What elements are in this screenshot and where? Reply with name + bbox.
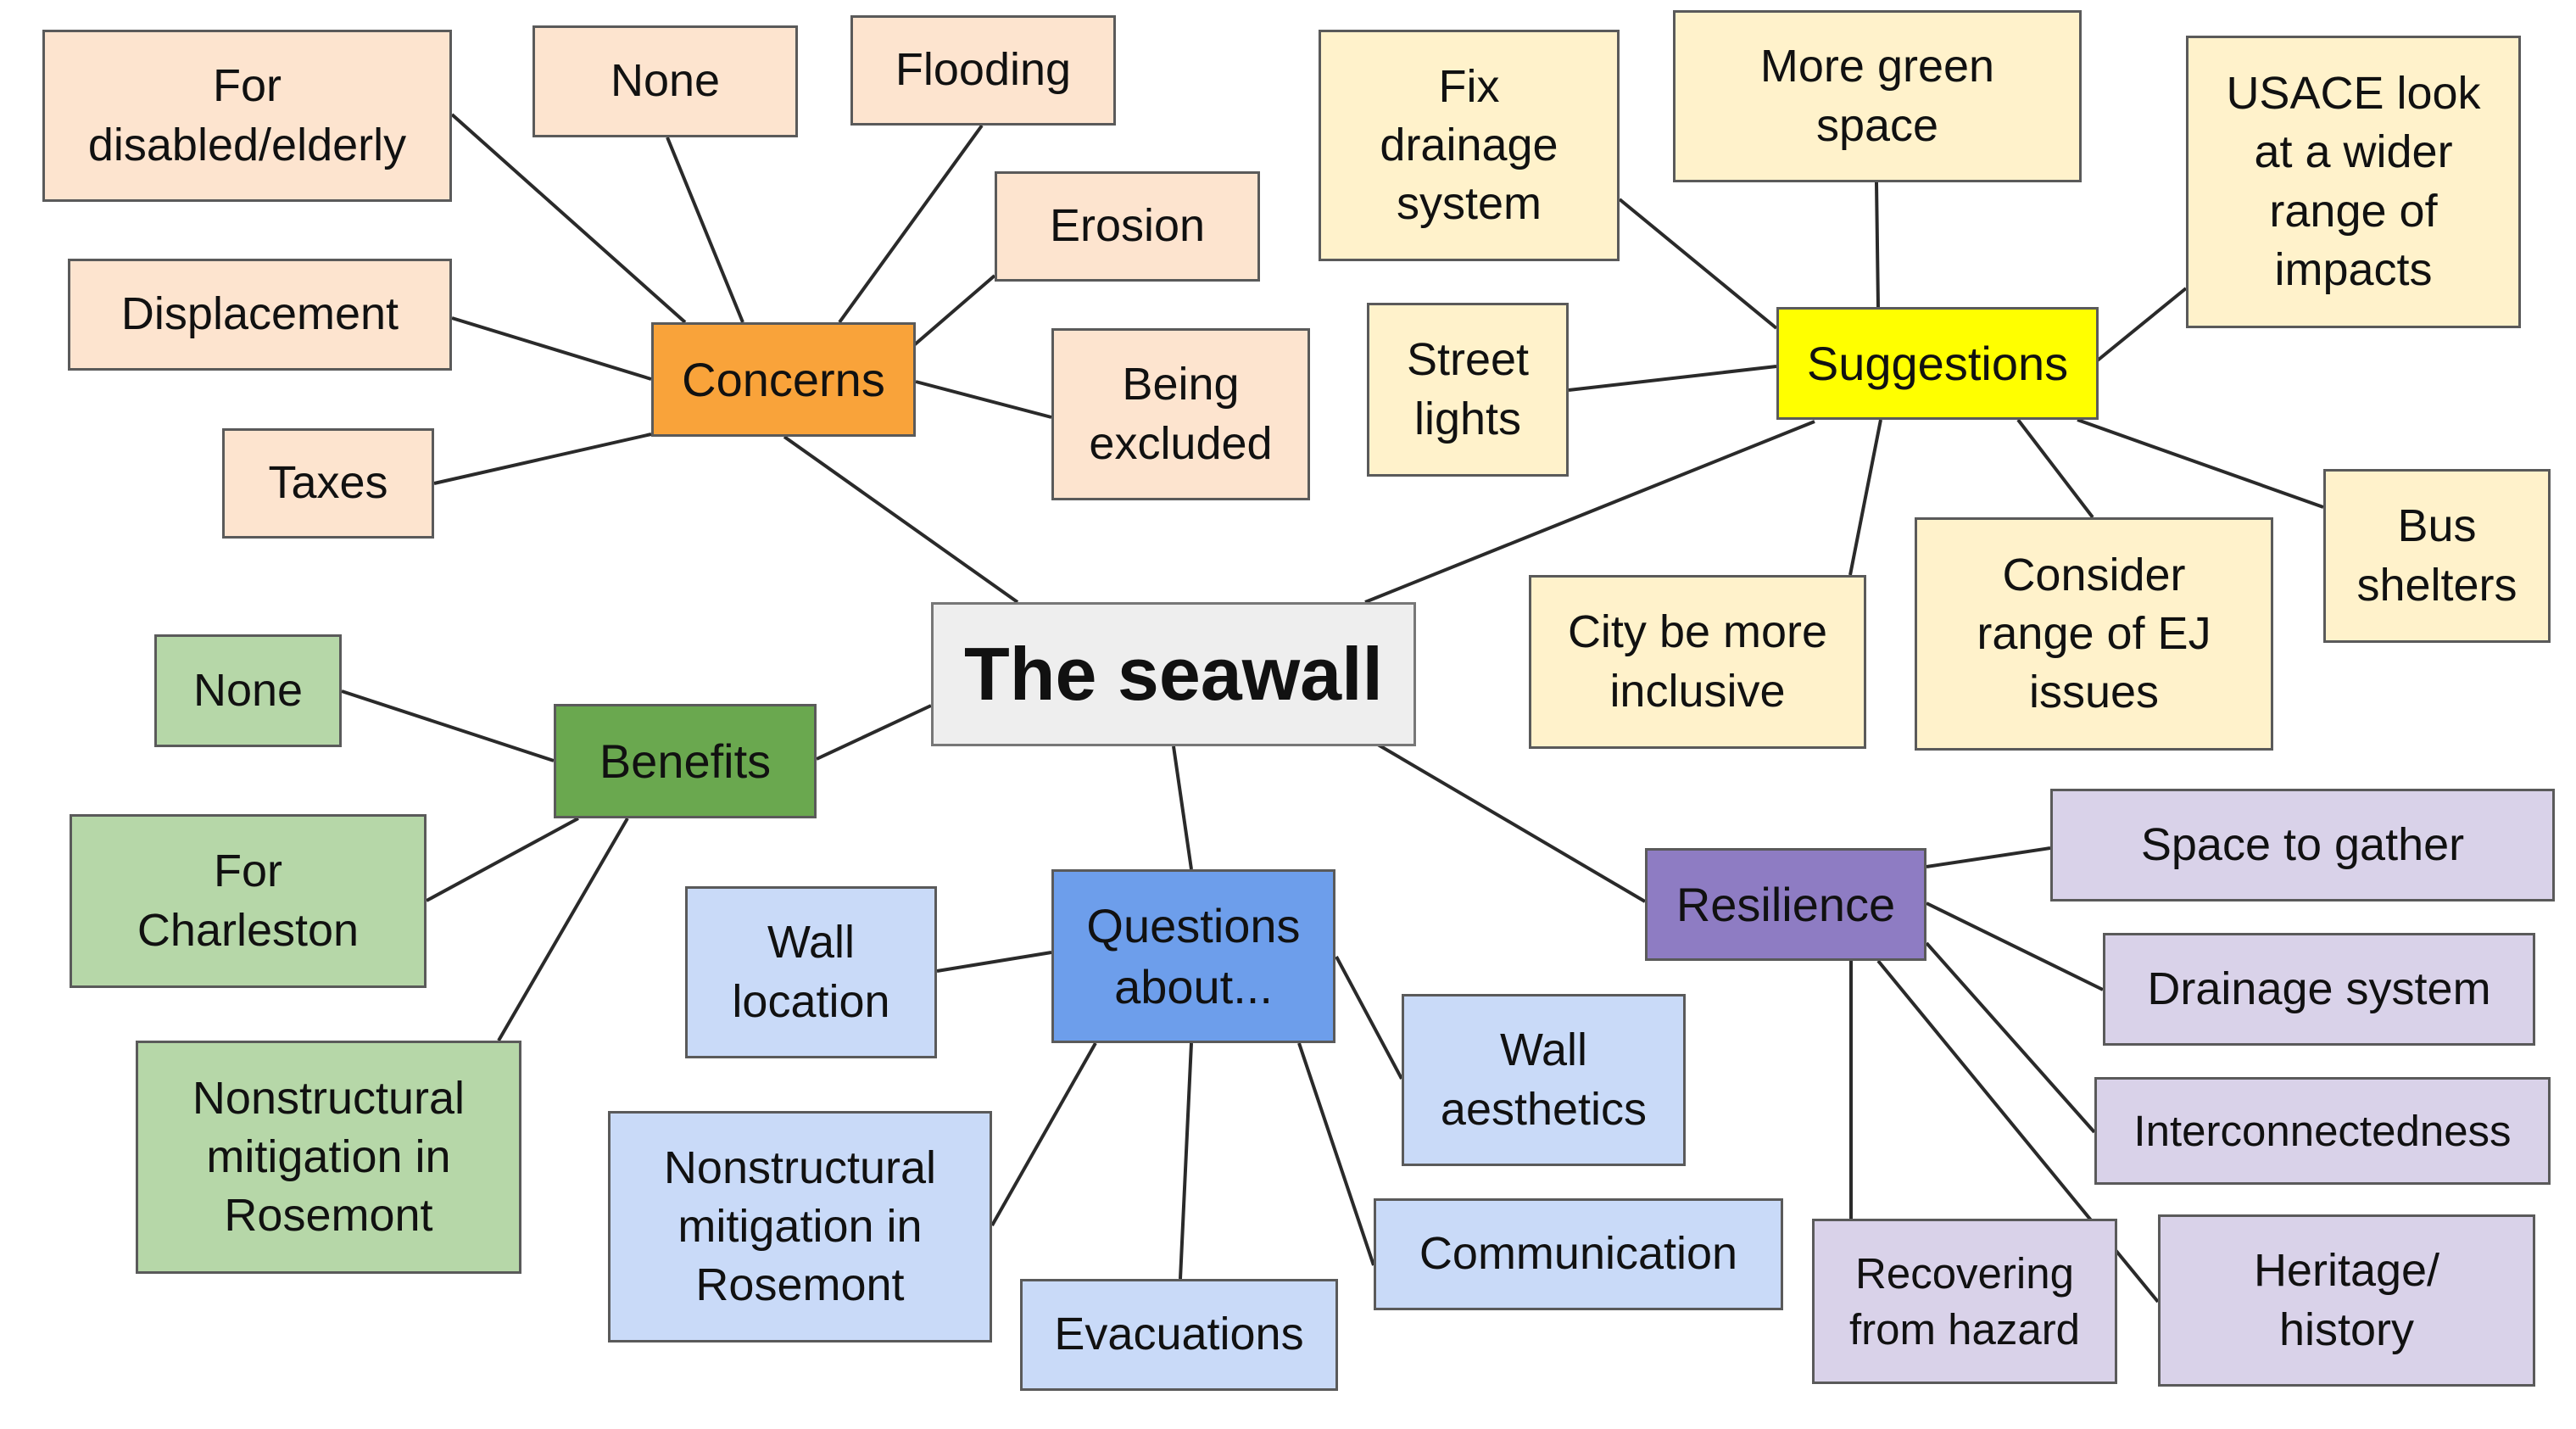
concern-node: Erosion — [995, 171, 1260, 282]
concern-label: Displacement — [120, 288, 399, 340]
concern-node: For disabled/elderly — [42, 30, 452, 202]
benefits-label: Benefits — [599, 734, 772, 788]
link-center-concerns — [783, 435, 1019, 604]
link-questions-5 — [1297, 1042, 1375, 1266]
concern-label: Being excluded — [1089, 359, 1273, 469]
question-label: Communication — [1419, 1228, 1738, 1280]
link-concerns-1 — [450, 113, 687, 324]
suggestion-label: Bus shelters — [2356, 500, 2517, 611]
concerns-label: Concerns — [682, 352, 885, 406]
concern-label: For disabled/elderly — [87, 60, 407, 170]
concern-label: Flooding — [895, 44, 1072, 96]
question-node: Communication — [1374, 1198, 1783, 1310]
link-questions-4 — [1335, 956, 1403, 1080]
suggestion-node: City be more inclusive — [1529, 575, 1866, 749]
link-benefits-3 — [497, 817, 629, 1042]
link-center-questions — [1172, 745, 1193, 870]
link-suggestions-4 — [1568, 365, 1777, 392]
link-center-benefits — [816, 704, 932, 761]
link-suggestions-3 — [2093, 287, 2188, 365]
question-label: Wall location — [732, 917, 890, 1027]
concerns-hub: Concerns — [651, 322, 916, 437]
link-benefits-2 — [426, 817, 579, 902]
resilience-label: Resilience — [1676, 877, 1896, 931]
resilience-label-item: Space to gather — [2140, 818, 2465, 870]
concern-node: Displacement — [68, 259, 452, 371]
question-label: Nonstructural mitigation in Rosemont — [663, 1142, 937, 1311]
question-node: Nonstructural mitigation in Rosemont — [608, 1111, 992, 1342]
question-label: Wall aesthetics — [1440, 1024, 1648, 1135]
center-label: The seawall — [963, 631, 1383, 716]
suggestion-label: Fix drainage system — [1380, 60, 1558, 230]
link-suggestions-5 — [1848, 419, 1882, 576]
link-concerns-2 — [666, 137, 744, 323]
concern-node: Being excluded — [1051, 328, 1310, 500]
resilience-hub: Resilience — [1645, 848, 1926, 961]
center-node: The seawall — [931, 602, 1416, 746]
suggestion-node: Street lights — [1367, 303, 1569, 477]
concern-node: Taxes — [222, 428, 434, 539]
benefit-node: None — [154, 634, 342, 747]
questions-hub: Questions about... — [1051, 869, 1335, 1043]
suggestion-node: Consider range of EJ issues — [1915, 517, 2273, 751]
link-questions-1 — [936, 951, 1052, 973]
link-resilience-2 — [1926, 901, 2104, 991]
link-questions-2 — [990, 1042, 1097, 1226]
link-center-suggestions — [1364, 420, 1815, 604]
link-concerns-6 — [915, 380, 1052, 419]
resilience-node: Interconnectedness — [2094, 1077, 2551, 1185]
concern-node: None — [532, 25, 798, 137]
link-resilience-3 — [1925, 941, 2096, 1134]
resilience-node: Drainage system — [2103, 933, 2535, 1046]
benefits-hub: Benefits — [554, 704, 817, 818]
resilience-node: Heritage/ history — [2158, 1214, 2535, 1387]
suggestion-node: USACE look at a wider range of impacts — [2186, 36, 2521, 328]
link-concerns-4 — [912, 274, 996, 347]
link-concerns-3 — [838, 124, 984, 324]
link-center-resilience — [1376, 743, 1647, 903]
question-node: Wall aesthetics — [1402, 994, 1686, 1166]
concern-node: Flooding — [850, 15, 1116, 126]
suggestion-node: Fix drainage system — [1319, 30, 1620, 261]
resilience-node: Space to gather — [2050, 789, 2555, 901]
link-benefits-1 — [341, 689, 555, 762]
resilience-label-item: Drainage system — [2147, 963, 2491, 1014]
suggestion-node: Bus shelters — [2323, 469, 2551, 643]
resilience-node: Recovering from hazard — [1812, 1219, 2117, 1384]
link-suggestions-1 — [1618, 198, 1778, 330]
suggestion-label: City be more inclusive — [1567, 606, 1828, 717]
benefit-node: For Charleston — [70, 814, 427, 988]
link-concerns-7 — [433, 433, 652, 485]
question-node: Evacuations — [1020, 1279, 1338, 1391]
question-node: Wall location — [685, 886, 937, 1058]
suggestion-label: Consider range of EJ issues — [1977, 549, 2211, 718]
concern-label: Erosion — [1049, 200, 1206, 252]
resilience-label-item: Heritage/ history — [2253, 1245, 2440, 1355]
benefit-label: For Charleston — [137, 846, 360, 956]
benefit-label: None — [192, 664, 304, 716]
suggestion-label: More green space — [1759, 41, 1995, 151]
suggestion-label: Street lights — [1406, 334, 1530, 444]
suggestion-node: More green space — [1673, 10, 2082, 182]
benefit-label: Nonstructural mitigation in Rosemont — [192, 1072, 466, 1242]
resilience-label-item: Interconnectedness — [2133, 1106, 2512, 1155]
benefit-node: Nonstructural mitigation in Rosemont — [136, 1041, 521, 1274]
question-label: Evacuations — [1054, 1309, 1304, 1360]
link-resilience-1 — [1926, 846, 2051, 868]
resilience-label-item: Recovering from hazard — [1848, 1249, 2081, 1354]
concern-label: Taxes — [268, 457, 388, 509]
link-suggestions-6 — [2016, 418, 2094, 519]
suggestions-label: Suggestions — [1806, 336, 2069, 390]
link-concerns-5 — [451, 316, 652, 381]
link-suggestions-2 — [1875, 181, 1880, 308]
concern-label: None — [610, 55, 721, 107]
link-suggestions-7 — [2077, 418, 2324, 509]
link-questions-3 — [1179, 1042, 1193, 1280]
suggestion-label: USACE look at a wider range of impacts — [2226, 68, 2481, 295]
suggestions-hub: Suggestions — [1776, 307, 2099, 420]
questions-label: Questions about... — [1086, 898, 1301, 1013]
